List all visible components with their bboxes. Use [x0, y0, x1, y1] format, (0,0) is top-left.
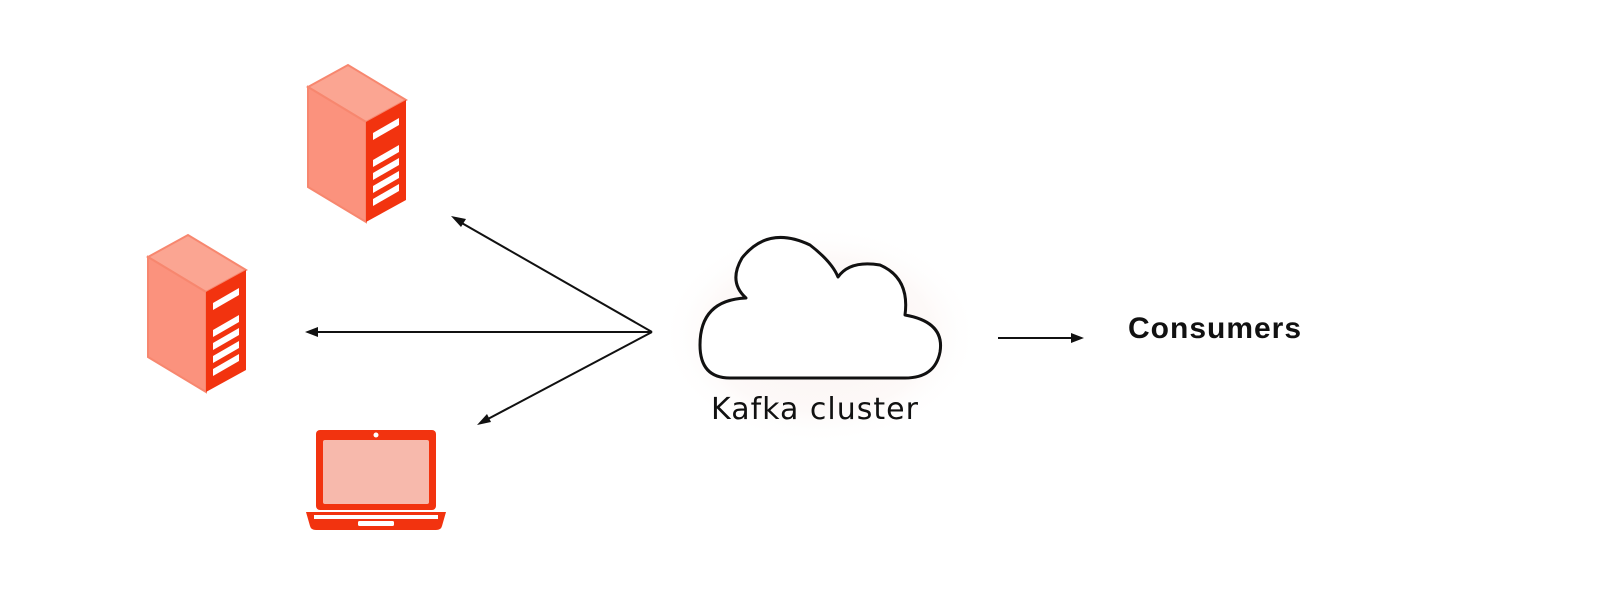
arrow-to-left-server — [305, 327, 652, 337]
server-icon — [145, 233, 249, 394]
cloud-icon — [698, 235, 943, 380]
kafka-cluster-label: Kafka cluster — [711, 392, 919, 427]
arrow-to-laptop — [477, 331, 653, 425]
server-icon — [305, 63, 409, 224]
arrow-to-consumers — [998, 333, 1084, 343]
consumers-label: Consumers — [1128, 312, 1303, 345]
arrow-to-top-server — [451, 216, 653, 333]
laptop-icon — [306, 430, 446, 530]
